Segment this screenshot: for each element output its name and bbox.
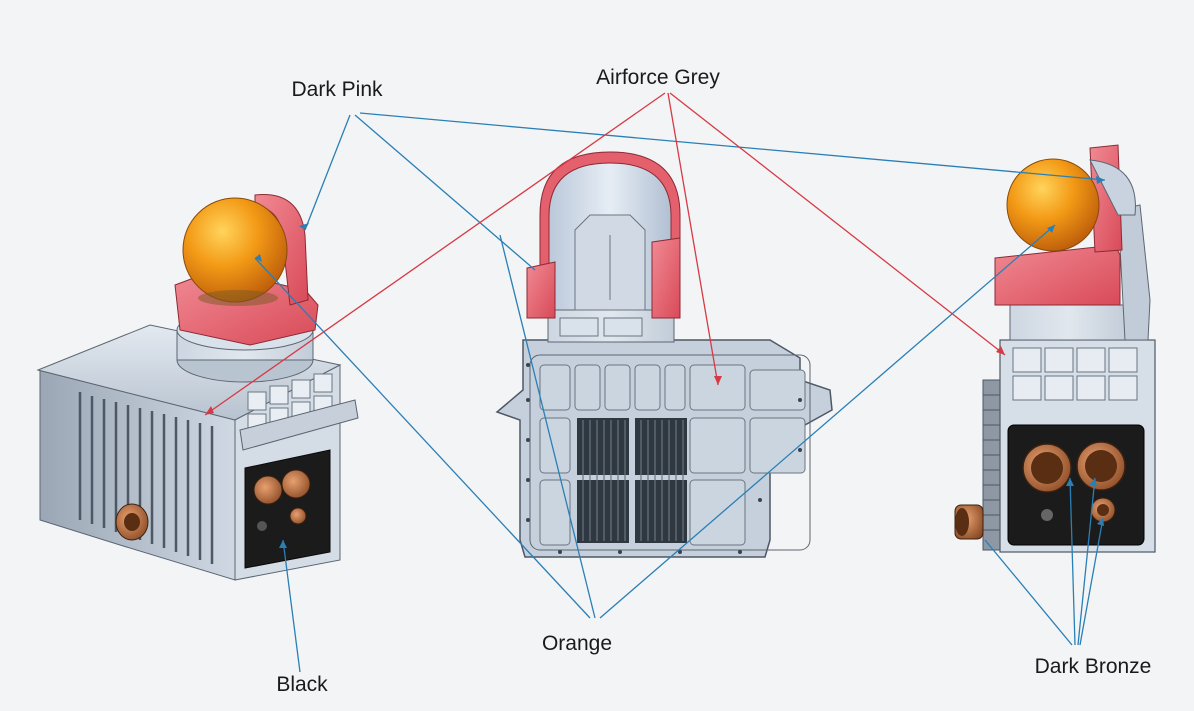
orange-leaders xyxy=(254,224,1056,619)
left-view-unit xyxy=(36,194,359,581)
label-airforce-grey: Airforce Grey xyxy=(596,66,720,89)
airforce-grey-leaders xyxy=(204,92,1006,416)
label-black: Black xyxy=(276,673,328,696)
center-view-unit xyxy=(495,151,833,558)
dark-pink-leaders xyxy=(304,112,1106,271)
leader-arrowheads xyxy=(255,176,1105,548)
dark-bronze-leaders xyxy=(984,477,1104,646)
label-dark-pink: Dark Pink xyxy=(291,78,383,101)
label-orange: Orange xyxy=(541,632,613,655)
black-leader xyxy=(282,539,301,673)
label-dark-bronze: Dark Bronze xyxy=(1034,655,1152,678)
right-view-unit xyxy=(954,144,1156,553)
